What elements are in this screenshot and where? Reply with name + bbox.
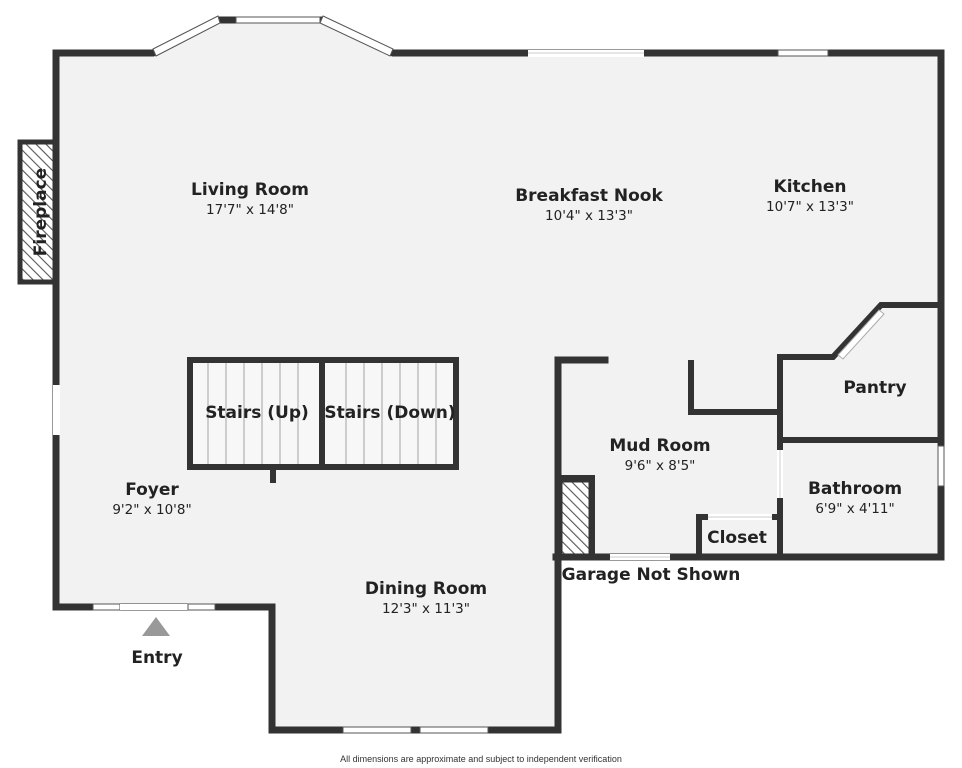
- closet-name: Closet: [707, 528, 767, 548]
- garage-label: Garage Not Shown: [562, 565, 741, 585]
- foyer-dims: 9'2" x 10'8": [112, 502, 191, 518]
- mud-room-cabinet: [559, 479, 592, 557]
- pantry-name: Pantry: [843, 378, 906, 398]
- living-room-name: Living Room: [191, 180, 309, 200]
- bathroom-dims: 6'9" x 4'11": [815, 501, 894, 517]
- exterior-wall: [52, 16, 945, 734]
- kitchen-dims: 10'7" x 13'3": [766, 199, 854, 215]
- fireplace-label: Fireplace: [31, 168, 51, 256]
- dining-room-name: Dining Room: [365, 579, 487, 599]
- mud-room-dims: 9'6" x 8'5": [625, 458, 696, 474]
- floor-area: [56, 20, 941, 730]
- stairs-up-label: Stairs (Up): [205, 403, 309, 423]
- living-room-dims: 17'7" x 14'8": [206, 202, 294, 218]
- foyer-name: Foyer: [125, 480, 179, 500]
- kitchen-name: Kitchen: [774, 177, 847, 197]
- bathroom-name: Bathroom: [808, 479, 902, 499]
- breakfast-nook-name: Breakfast Nook: [515, 186, 663, 206]
- entry-label: Entry: [131, 648, 182, 668]
- dining-room-dims: 12'3" x 11'3": [382, 601, 470, 617]
- entry-arrow-icon: [142, 617, 170, 636]
- stairs-up: [190, 361, 320, 467]
- breakfast-nook-dims: 10'4" x 13'3": [545, 208, 633, 224]
- stairs-down: [324, 361, 456, 467]
- stairs-down-label: Stairs (Down): [324, 403, 455, 423]
- windows: [53, 15, 945, 734]
- stair-walls: [187, 357, 459, 483]
- interior-walls: [555, 302, 944, 560]
- disclaimer: All dimensions are approximate and subje…: [340, 754, 622, 764]
- mud-room-name: Mud Room: [609, 436, 710, 456]
